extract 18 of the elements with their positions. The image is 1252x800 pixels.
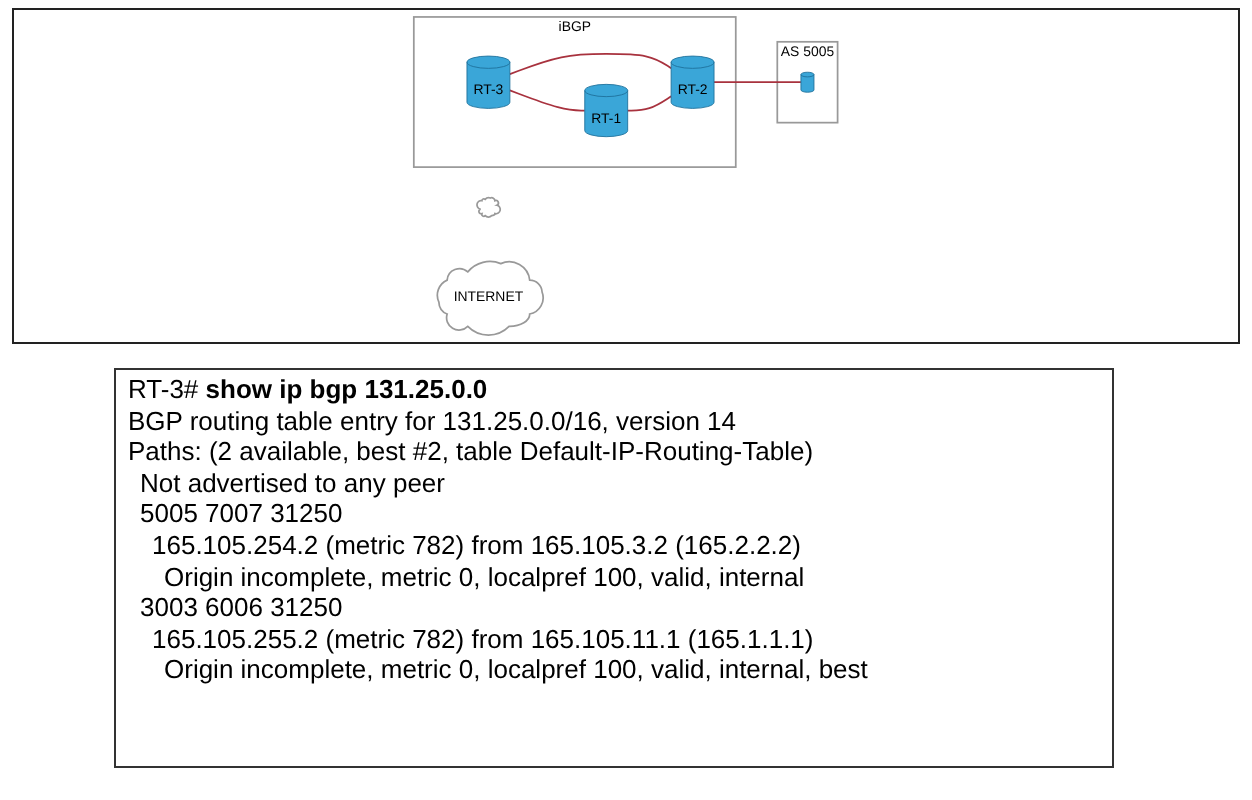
cli-output-line: Paths: (2 available, best #2, table Default-IP-Routing-Table) xyxy=(128,436,816,468)
cli-output-line: Not advertised to any peer xyxy=(138,467,447,499)
cli-output-line: RT-3# show ip bgp 131.25.0.0 xyxy=(128,374,490,406)
connector xyxy=(509,89,586,112)
cli-output-line: BGP routing table entry for 131.25.0.0/16, version 14 xyxy=(128,405,739,437)
cli-output-line: 3003 6006 31250 xyxy=(138,592,345,624)
cli-output-line: 165.105.255.2 (metric 782) from 165.105.11.1 (165.1.1.1) xyxy=(150,623,816,655)
cli-output-line: 165.105.254.2 (metric 782) from 165.105.3.2 (165.2.2.2) xyxy=(150,529,803,562)
cluster xyxy=(413,16,737,168)
node-cylinder xyxy=(800,71,815,93)
node-cloud xyxy=(476,196,502,218)
connector xyxy=(627,95,673,112)
connector xyxy=(509,53,673,75)
connector xyxy=(713,81,803,84)
cli-output-line: Origin incomplete, metric 0, localpref 100, valid, internal xyxy=(162,561,807,593)
cli-output-line: 5005 7007 31250 xyxy=(138,498,345,530)
cli-output-line: Origin incomplete, metric 0, localpref 100, valid, internal, best xyxy=(162,654,870,686)
cluster xyxy=(776,40,839,124)
